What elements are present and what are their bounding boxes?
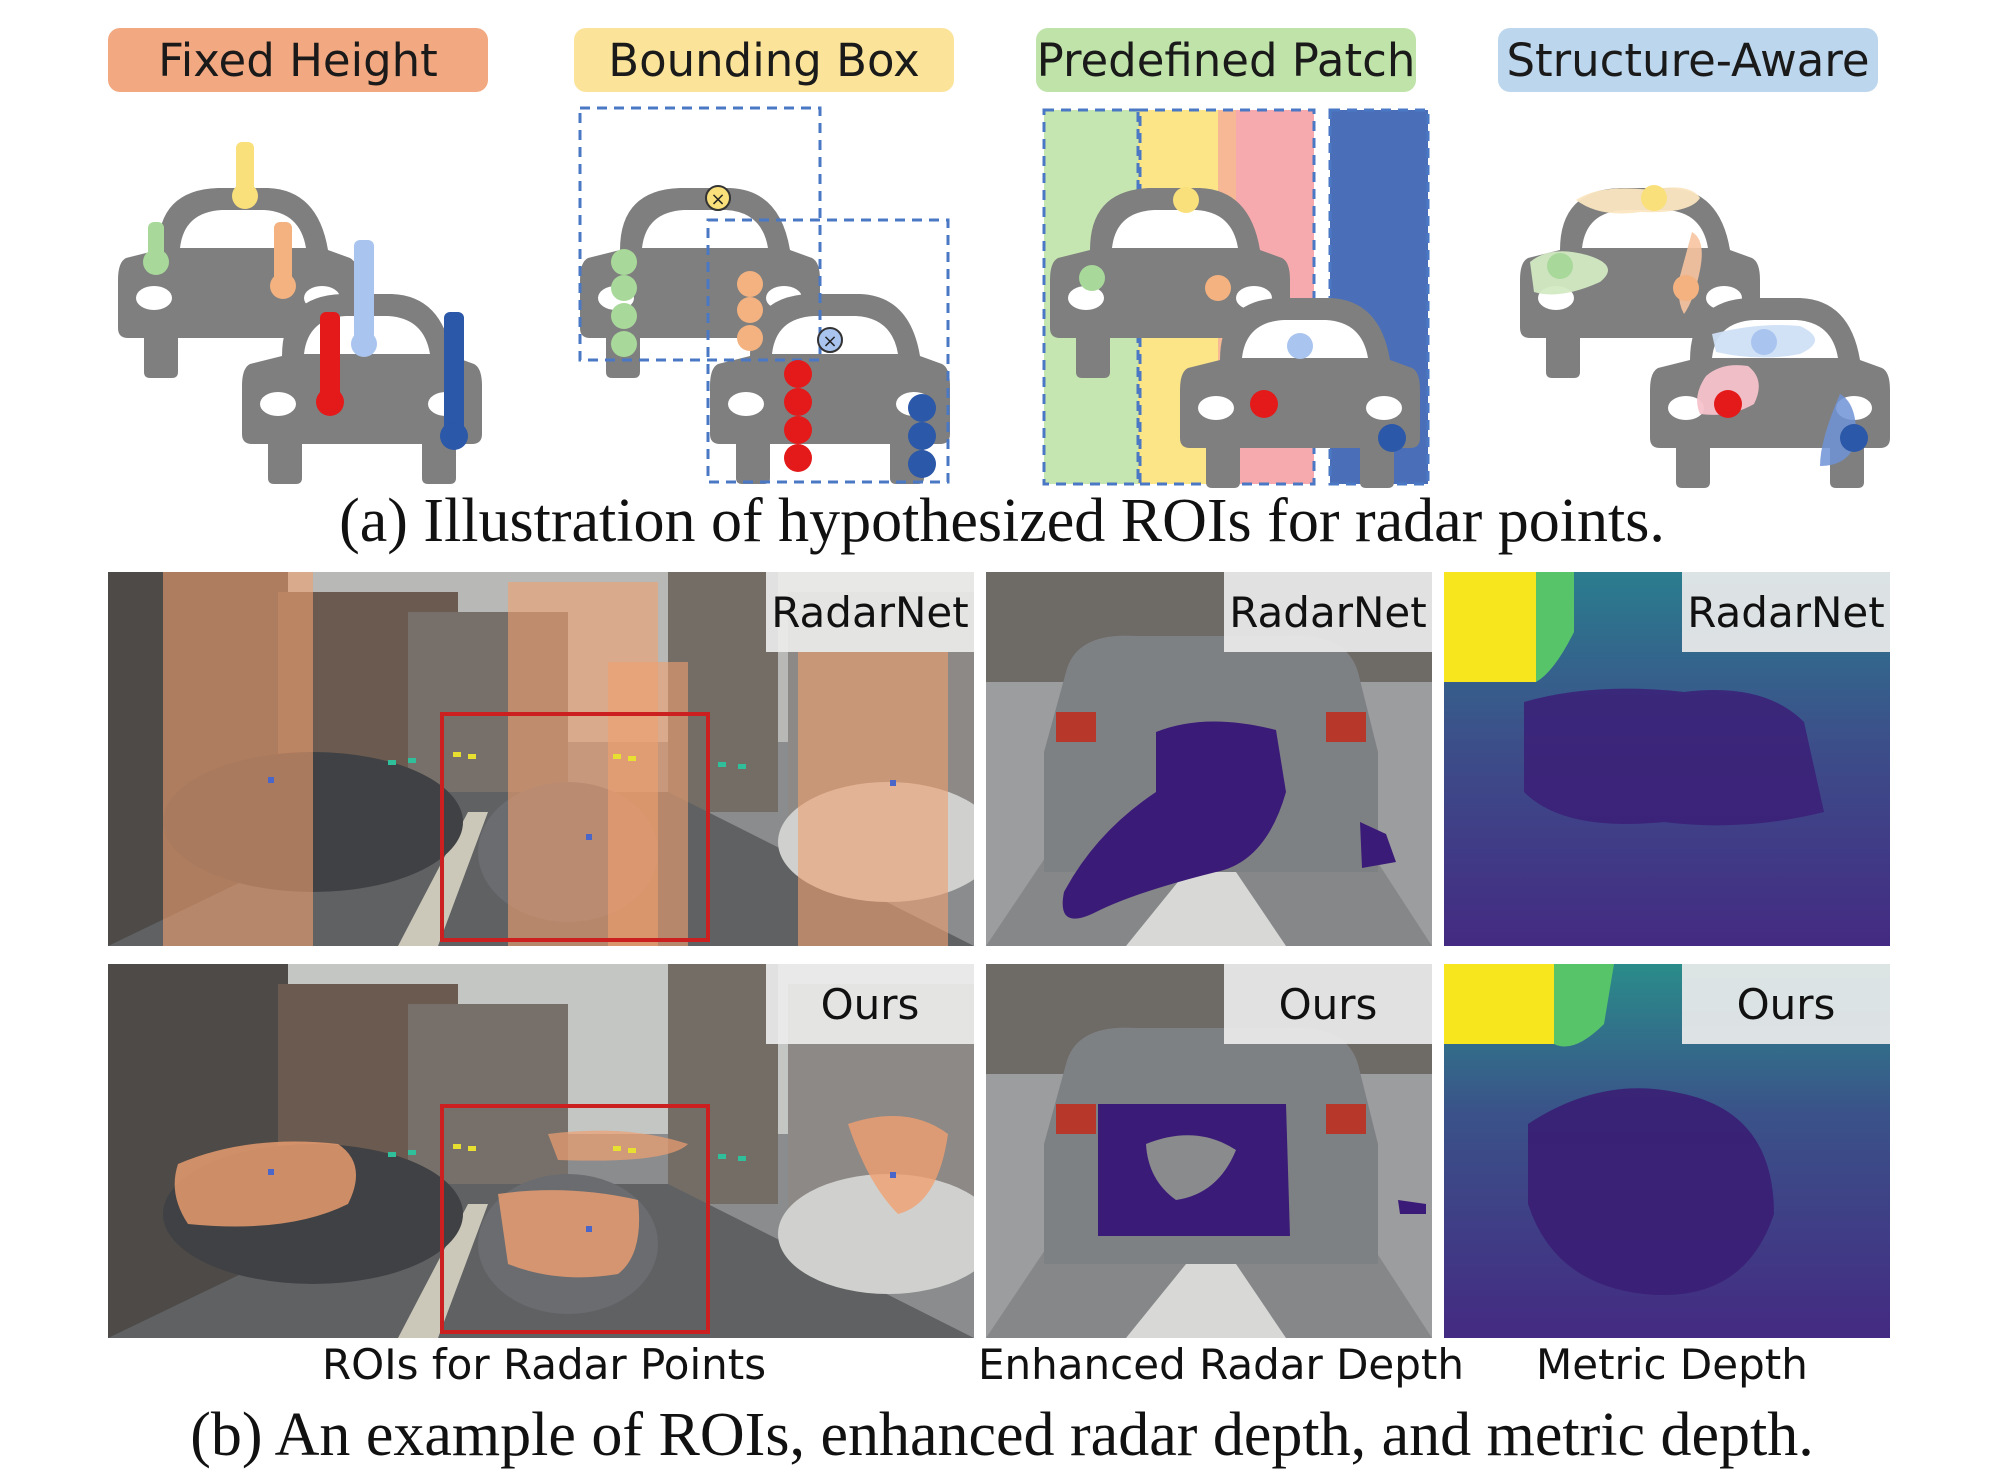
- svg-text:×: ×: [822, 331, 837, 352]
- fixed-height-illustration: [118, 142, 482, 484]
- panel-rois-ours: Ours: [108, 964, 974, 1338]
- predefined-patch-illustration: [1042, 108, 1430, 488]
- label-ours-enhanced: Ours: [1224, 964, 1432, 1044]
- caption-part-a: (a) Illustration of hypothesized ROIs fo…: [339, 487, 1665, 555]
- panel-radar-depth-radarnet: RadarNet: [986, 572, 1432, 946]
- panel-metric-depth-radarnet: RadarNet: [1444, 572, 1890, 946]
- tag-predefined-patch: Predefined Patch: [1036, 28, 1416, 92]
- tag-bounding-box: Bounding Box: [574, 28, 954, 92]
- caption-part-b: (b) An example of ROIs, enhanced radar d…: [190, 1401, 1814, 1469]
- column-caption-rois: ROIs for Radar Points: [322, 1340, 767, 1389]
- tag-fixed-height: Fixed Height: [108, 28, 488, 92]
- structure-aware-illustration: [1520, 185, 1890, 488]
- label-radarnet-rois: RadarNet: [766, 572, 974, 652]
- label-ours-rois: Ours: [766, 964, 974, 1044]
- label-radarnet-enhanced: RadarNet: [1224, 572, 1432, 652]
- label-radarnet-metric: RadarNet: [1682, 572, 1890, 652]
- column-caption-enhanced-radar-depth: Enhanced Radar Depth: [978, 1340, 1465, 1389]
- roi-illustrations: × ×: [118, 106, 1890, 488]
- column-caption-metric-depth: Metric Depth: [1536, 1340, 1808, 1389]
- svg-text:×: ×: [710, 189, 725, 210]
- label-ours-metric: Ours: [1682, 964, 1890, 1044]
- panel-radar-depth-ours: Ours: [986, 964, 1432, 1338]
- bounding-box-illustration: × ×: [578, 106, 950, 484]
- tag-structure-aware: Structure-Aware: [1498, 28, 1878, 92]
- panel-rois-radarnet: RadarNet: [108, 572, 974, 946]
- panel-metric-depth-ours: Ours: [1444, 964, 1890, 1338]
